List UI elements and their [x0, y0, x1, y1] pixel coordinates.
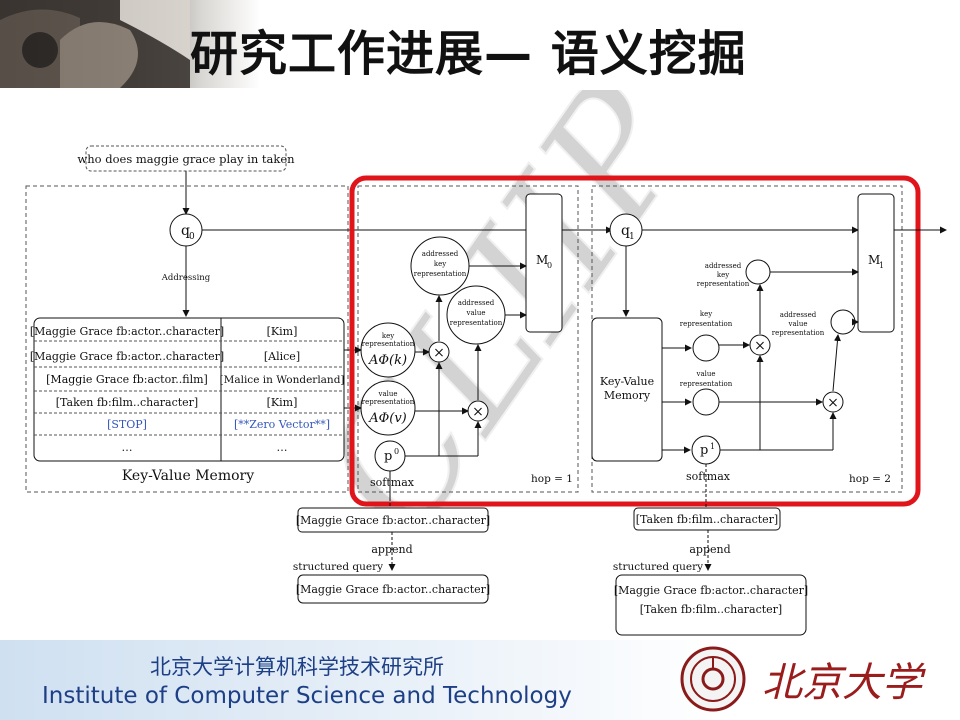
sq2-line1: [Maggie Grace fb:actor..character] [614, 584, 808, 597]
m1-sub: 1 [879, 261, 884, 270]
header-photo [0, 0, 190, 88]
hop2-addressed-key-node [745, 259, 771, 285]
svg-text:representation: representation [680, 380, 733, 388]
append-1: append [371, 543, 412, 556]
structured-query-1: structured query [293, 561, 383, 573]
sq1-text: [Maggie Grace fb:actor..character] [296, 583, 490, 596]
memory-key-1: [Maggie Grace fb:actor..character] [30, 350, 224, 363]
svg-text:addressed: addressed [705, 262, 742, 270]
svg-text:Key-Value: Key-Value [600, 375, 654, 388]
memory-key-0: [Maggie Grace fb:actor..character] [30, 325, 224, 338]
highlight-box [349, 175, 921, 507]
hop2-addressed-value-node [830, 309, 856, 335]
m0-label: M [536, 253, 548, 267]
q0-sub: 0 [189, 232, 195, 242]
output-box-1 [297, 507, 489, 533]
svg-text:key: key [717, 271, 729, 279]
memory-value-4: [**Zero Vector**] [234, 418, 330, 431]
memory-value-1: [Alice] [264, 350, 300, 363]
svg-text:representation: representation [772, 329, 825, 337]
svg-text:addressed: addressed [458, 299, 495, 307]
value-rep-math: AΦ(v) [368, 411, 407, 426]
svg-text:representation: representation [450, 319, 503, 327]
structured-query-box-1 [297, 574, 489, 604]
question-text: who does maggie grace play in taken [77, 152, 295, 166]
key-rep-small-2: representation [362, 340, 415, 348]
pku-logo-icon: 北京大学 [762, 660, 926, 706]
svg-text:value: value [695, 370, 715, 378]
svg-text:addressed: addressed [780, 311, 817, 319]
p0-label: p [384, 449, 392, 464]
hop2-value-rep-node [692, 388, 720, 416]
hop2-kv-memory [591, 317, 663, 462]
kv-memory-region [25, 185, 349, 493]
append-2: append [689, 543, 730, 556]
svg-text:representation: representation [680, 320, 733, 328]
p1-sup: 1 [710, 442, 715, 451]
footer: 北京大学计算机科学技术研究所 Institute of Computer Sci… [0, 640, 960, 720]
softmax-1: softmax [370, 476, 415, 489]
q0-label: q [181, 223, 190, 239]
memory-rows: [Maggie Grace fb:actor..character] [Kim]… [30, 325, 345, 454]
key-rep-math: AΦ(k) [368, 353, 407, 368]
pku-seal-icon [680, 646, 746, 712]
hop1-label: hop = 1 [531, 473, 573, 485]
svg-text:addressed: addressed [422, 250, 459, 258]
kv-memory-label: Key-Value Memory [122, 468, 254, 484]
svg-text:value: value [787, 320, 807, 328]
svg-text:×: × [754, 338, 766, 354]
memory-value-3: [Kim] [267, 396, 298, 409]
value-rep-small-2: representation [362, 398, 415, 406]
svg-text:×: × [433, 345, 445, 361]
addressing-label: Addressing [161, 273, 211, 283]
institute-cn: 北京大学计算机科学技术研究所 [150, 655, 444, 679]
m1-block [857, 193, 895, 333]
institute-en: Institute of Computer Science and Techno… [42, 683, 572, 709]
svg-text:×: × [827, 395, 839, 411]
q1-sub: 1 [629, 232, 635, 242]
structured-query-box-2 [615, 574, 807, 636]
key-value-memory-network-diagram: who does maggie grace play in taken q 0 … [25, 145, 947, 636]
memory-value-5: … [277, 441, 288, 454]
softmax-2: softmax [686, 470, 731, 483]
slide-header [0, 0, 960, 88]
structured-query-2: structured query [613, 561, 703, 573]
memory-key-4: [STOP] [107, 418, 147, 431]
p0-sup: 0 [394, 447, 399, 456]
output-box-2 [633, 507, 781, 531]
memory-key-2: [Maggie Grace fb:actor..film] [46, 373, 208, 386]
key-rep-small-1: key [382, 332, 394, 340]
hop2-key-rep-node [692, 334, 720, 362]
m0-sub: 0 [547, 261, 552, 270]
q1-label: q [621, 223, 630, 239]
svg-text:representation: representation [414, 270, 467, 278]
memory-key-3: [Taken fb:film..character] [56, 396, 198, 409]
m1-label: M [868, 253, 880, 267]
svg-text:representation: representation [697, 280, 750, 288]
output-2-text: [Taken fb:film..character] [636, 513, 778, 526]
logo-text: 北京大学 [762, 660, 926, 706]
svg-text:key: key [434, 260, 446, 268]
sq2-line2: [Taken fb:film..character] [640, 603, 782, 616]
output-1-text: [Maggie Grace fb:actor..character] [296, 514, 490, 527]
svg-text:×: × [472, 404, 484, 420]
value-rep-small-1: value [377, 390, 397, 398]
svg-text:value: value [465, 309, 485, 317]
memory-value-2: [Malice in Wonderland] [219, 374, 344, 386]
page-title: 研究工作进展— 语义挖掘 [190, 26, 747, 82]
svg-text:Memory: Memory [604, 389, 651, 402]
memory-table [33, 317, 345, 462]
svg-text:key: key [700, 310, 712, 318]
hop1-region [357, 185, 579, 493]
p1-label: p [700, 443, 708, 458]
memory-key-5: … [122, 441, 133, 454]
hop2-label: hop = 2 [849, 473, 891, 485]
memory-value-0: [Kim] [267, 325, 298, 338]
